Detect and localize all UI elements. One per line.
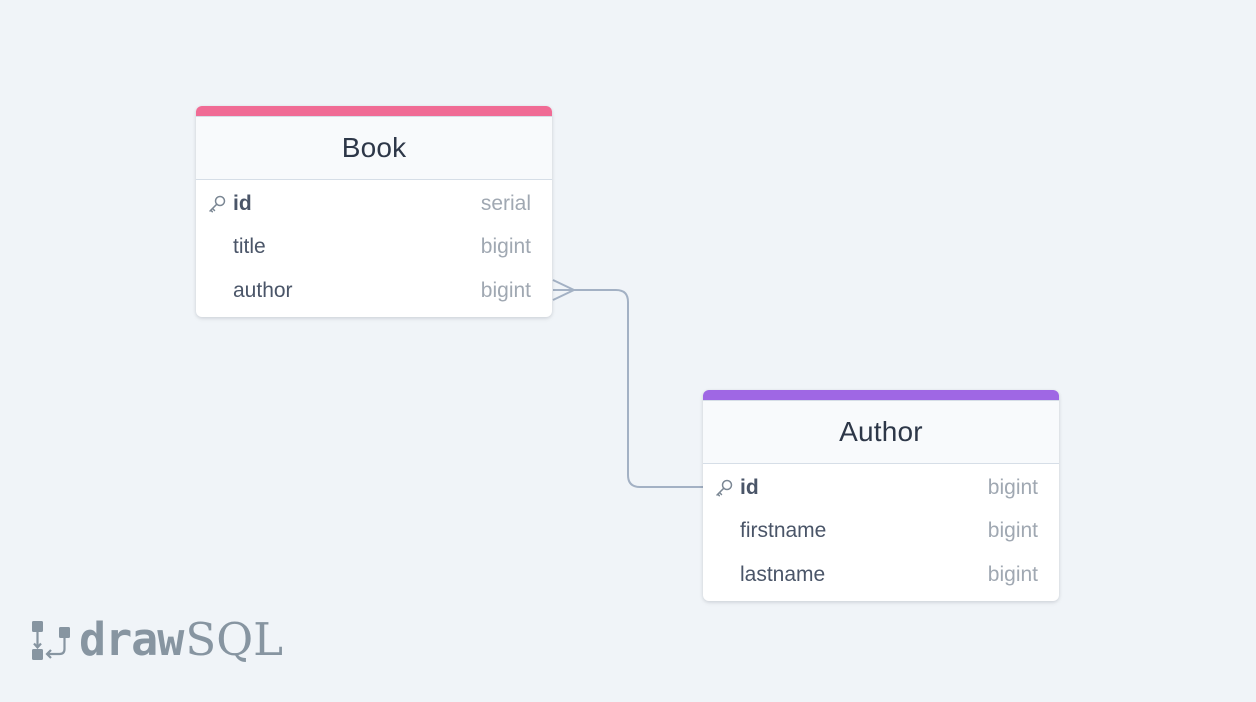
column-row-id[interactable]: id serial bbox=[196, 182, 552, 226]
drawsql-logo: draw SQL bbox=[31, 615, 283, 663]
column-name: id bbox=[740, 475, 759, 499]
table-book[interactable]: Book id serial title bigint aut bbox=[196, 106, 552, 317]
table-columns: id serial title bigint author bigint bbox=[196, 180, 552, 317]
column-row-id[interactable]: id bigint bbox=[703, 466, 1059, 510]
column-name: firstname bbox=[740, 519, 827, 543]
column-type: bigint bbox=[480, 278, 531, 302]
table-accent-bar bbox=[196, 106, 552, 116]
column-row-firstname[interactable]: firstname bigint bbox=[703, 510, 1059, 554]
table-header[interactable]: Author bbox=[703, 400, 1059, 464]
table-columns: id bigint firstname bigint lastname bigi… bbox=[703, 464, 1059, 601]
logo-text-draw: draw bbox=[79, 612, 184, 666]
column-row-author[interactable]: author bigint bbox=[196, 269, 552, 313]
table-title: Book bbox=[341, 132, 407, 163]
column-row-title[interactable]: title bigint bbox=[196, 226, 552, 270]
column-name: id bbox=[233, 191, 252, 215]
table-accent-bar bbox=[703, 390, 1059, 400]
column-type: bigint bbox=[987, 562, 1038, 586]
key-icon bbox=[714, 477, 736, 499]
column-row-lastname[interactable]: lastname bigint bbox=[703, 553, 1059, 597]
column-type: bigint bbox=[987, 475, 1038, 499]
column-name: title bbox=[233, 235, 266, 259]
column-name: author bbox=[233, 278, 293, 302]
relationship-connector bbox=[553, 289, 703, 488]
column-name: lastname bbox=[740, 562, 826, 586]
crows-foot-icon bbox=[552, 279, 575, 301]
table-header[interactable]: Book bbox=[196, 116, 552, 180]
key-icon bbox=[207, 193, 229, 215]
column-type: bigint bbox=[987, 519, 1038, 543]
logo-text-sql: SQL bbox=[185, 612, 283, 666]
table-title: Author bbox=[839, 416, 923, 447]
table-author[interactable]: Author id bigint firstname bigint bbox=[703, 390, 1059, 601]
column-type: serial bbox=[480, 191, 531, 215]
drawsql-logo-icon bbox=[32, 621, 70, 660]
column-type: bigint bbox=[480, 235, 531, 259]
